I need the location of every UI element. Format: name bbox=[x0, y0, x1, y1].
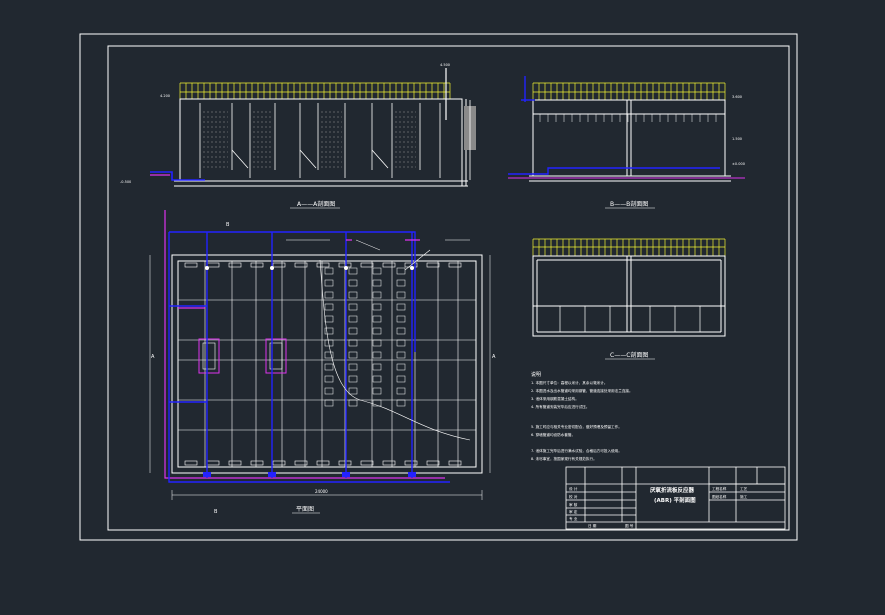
notes-title: 说明 bbox=[531, 371, 541, 378]
section-c-c: C——C剖面图 bbox=[532, 238, 726, 360]
title-drawing-label: 图纸名称 bbox=[712, 494, 727, 499]
elevation-1: 4.500 bbox=[440, 63, 450, 67]
title-sheet-label: 图 号 bbox=[625, 523, 634, 528]
title-row-1: 设 计 bbox=[569, 486, 578, 491]
elevation-6: -0.500 bbox=[120, 180, 131, 184]
marker-b-bottom: B bbox=[214, 509, 218, 515]
inner-frame bbox=[107, 45, 790, 531]
title-row-4: 审 定 bbox=[569, 509, 578, 514]
section-a-label: A——A剖面图 bbox=[297, 200, 335, 208]
section-a-a: A——A剖面图 bbox=[150, 68, 476, 209]
title-value-1: 工艺 bbox=[740, 486, 748, 491]
title-row-2: 校 对 bbox=[569, 494, 578, 499]
section-c-label: C——C剖面图 bbox=[610, 351, 648, 359]
note-6: 6. 穿墙管道均设防水套管。 bbox=[531, 432, 575, 437]
elevation-3: 3.600 bbox=[732, 95, 742, 99]
section-b-label: B——B剖面图 bbox=[610, 200, 648, 208]
note-7: 7. 池体施工完毕后进行满水试验，合格后方可投入使用。 bbox=[531, 448, 622, 453]
elevation-5: ±0.000 bbox=[732, 162, 745, 166]
title-date-label: 日 期 bbox=[588, 523, 597, 528]
title-row-3: 审 核 bbox=[569, 502, 578, 507]
title-row-5: 专 业 bbox=[569, 516, 578, 521]
drawing-title-main: 厌氧折流板反应器 bbox=[650, 486, 695, 494]
title-block: 设 计 校 对 审 核 审 定 专 业 厌氧折流板反应器 (ABR) 平剖面图 … bbox=[565, 466, 786, 530]
plan-total-dimension: 24000 bbox=[315, 489, 328, 494]
marker-a-left: A bbox=[151, 354, 155, 360]
elevation-2: 4.200 bbox=[160, 94, 170, 98]
title-project-label: 工程名称 bbox=[712, 486, 727, 491]
marker-b-top: B bbox=[226, 222, 230, 228]
handrail-c bbox=[532, 238, 726, 257]
note-2: 2. 本图进水及出水管道均采用钢管，管道连接处采用法兰连接。 bbox=[531, 388, 633, 393]
outer-frame bbox=[79, 33, 798, 541]
plan-label: 平面图 bbox=[296, 506, 314, 513]
note-3: 3. 池体采用钢筋混凝土结构。 bbox=[531, 396, 579, 401]
section-b-b: B——B剖面图 bbox=[508, 76, 745, 209]
elevation-4: 1.500 bbox=[732, 137, 742, 141]
note-4: 4. 所有管道安装完毕后应进行试压。 bbox=[531, 404, 589, 409]
note-8: 8. 未尽事宜，按国家现行有关规范执行。 bbox=[531, 456, 597, 461]
marker-a-right: A bbox=[492, 354, 496, 360]
notes-block: 说明 1. 本图尺寸单位：高程以米计，其余以毫米计。 2. 本图进水及出水管道均… bbox=[531, 371, 633, 461]
note-1: 1. 本图尺寸单位：高程以米计，其余以毫米计。 bbox=[531, 380, 607, 385]
handrail-a bbox=[179, 82, 451, 100]
handrail-b bbox=[532, 82, 726, 101]
drawing-title-sub: (ABR) 平剖面图 bbox=[654, 496, 696, 504]
plan-view: 24000 平面图 A A B B bbox=[149, 210, 496, 515]
title-value-2: 施工 bbox=[740, 494, 748, 499]
note-5: 5. 施工时应与相关专业密切配合，做好预埋及预留工作。 bbox=[531, 424, 622, 429]
